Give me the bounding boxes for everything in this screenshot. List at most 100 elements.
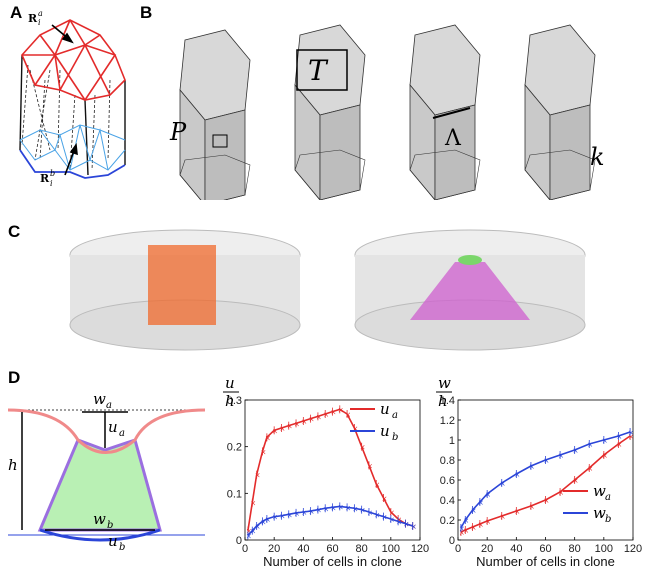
data-point: ×	[573, 447, 579, 455]
x-tick-label: 40	[510, 543, 522, 555]
data-point: ×	[544, 497, 550, 505]
data-point: ×	[459, 525, 465, 533]
data-point: ×	[500, 480, 506, 488]
x-axis-label: Number of cells in clone	[263, 554, 402, 569]
tension-label: T	[308, 54, 329, 87]
y-axis-label-num: w	[438, 374, 451, 392]
data-point: ×	[411, 523, 417, 531]
data-point: ×	[352, 505, 358, 513]
legend-label-1: u	[380, 422, 390, 440]
data-point: ×	[279, 425, 285, 433]
x-tick-label: 100	[382, 543, 400, 555]
r-a-sub: i	[38, 18, 41, 27]
legend-label-1: w	[593, 504, 606, 522]
data-point: ×	[485, 491, 491, 499]
data-point: ×	[616, 441, 622, 449]
data-point: ×	[323, 411, 329, 419]
data-point: ×	[331, 409, 337, 417]
x-tick-label: 120	[411, 543, 429, 555]
data-point: ×	[287, 511, 293, 519]
x-tick-label: 60	[539, 543, 551, 555]
x-tick-label: 60	[326, 543, 338, 555]
data-point: ×	[558, 489, 564, 497]
data-point: ×	[367, 509, 373, 517]
data-point: ×	[261, 448, 267, 456]
data-point: ×	[309, 416, 315, 424]
x-tick-label: 40	[297, 543, 309, 555]
prism-lambda	[409, 24, 481, 200]
lambda-label: Λ	[444, 126, 462, 151]
data-point: ×	[587, 441, 593, 449]
data-point: ×	[250, 500, 256, 508]
data-point: ×	[389, 516, 395, 524]
data-point: ×	[265, 516, 271, 524]
data-point: ×	[316, 507, 322, 515]
data-point: ×	[471, 507, 477, 515]
data-point: ×	[389, 509, 395, 517]
data-point: ×	[514, 508, 520, 516]
panel-label-a: A	[10, 3, 23, 22]
data-point: ×	[602, 437, 608, 445]
y-tick-label: 0	[236, 535, 242, 547]
data-point: ×	[294, 510, 300, 518]
data-point: ×	[616, 433, 622, 441]
d-ub-sub: b	[119, 542, 125, 553]
data-point: ×	[374, 481, 380, 489]
data-point: ×	[338, 503, 344, 511]
prism-spring	[524, 24, 596, 200]
data-point: ×	[265, 434, 271, 442]
panel-b-diagram: P T Λ k	[169, 24, 605, 200]
tissue-cylinder-left	[69, 229, 301, 351]
panel-d-diagram: h w a u a w b u b	[7, 390, 206, 553]
data-point: ×	[345, 411, 351, 419]
data-point: ×	[382, 514, 388, 522]
y-tick-label: 0.6	[440, 475, 455, 487]
prism-pressure	[179, 29, 251, 200]
d-ua-sub: a	[119, 428, 125, 439]
data-point: ×	[411, 523, 417, 531]
prism-tension	[294, 24, 366, 200]
d-wb-sub: b	[107, 520, 113, 531]
panel-label-b: B	[140, 3, 153, 22]
y-tick-label: 0.8	[440, 455, 455, 467]
data-point: ×	[500, 513, 506, 521]
data-point: ×	[301, 509, 307, 517]
data-point: ×	[309, 508, 315, 516]
data-point: ×	[463, 517, 469, 525]
x-tick-label: 0	[242, 543, 248, 555]
d-wa-sub: a	[106, 400, 112, 411]
data-point: ×	[382, 495, 388, 503]
data-point: ×	[396, 518, 402, 526]
x-tick-label: 100	[595, 543, 613, 555]
panel-a-diagram: R a i R b i	[19, 9, 126, 188]
y-tick-label: 1.2	[440, 415, 455, 427]
legend-sub-0: a	[605, 492, 611, 503]
data-point: ×	[338, 406, 344, 414]
d-wb-label: w	[93, 510, 106, 528]
data-point: ×	[352, 425, 358, 433]
data-point: ×	[316, 413, 322, 421]
data-point: ×	[587, 465, 593, 473]
panel-c-diagram	[69, 229, 586, 351]
data-point: ×	[459, 529, 465, 537]
legend-sub-1: b	[605, 514, 611, 525]
data-point: ×	[345, 504, 351, 512]
data-point: ×	[255, 523, 261, 531]
y-tick-label: 0	[449, 535, 455, 547]
data-point: ×	[255, 472, 261, 480]
r-b-sup: b	[50, 169, 55, 178]
panel-label-c: C	[8, 222, 21, 241]
y-tick-label: 1.4	[440, 395, 455, 407]
legend-sub-1: b	[392, 432, 398, 443]
data-point: ×	[544, 457, 550, 465]
y-tick-label: 0.3	[227, 395, 242, 407]
data-point: ×	[272, 514, 278, 522]
data-point: ×	[301, 418, 307, 426]
d-wa-label: w	[93, 390, 106, 408]
x-axis-label: Number of cells in clone	[476, 554, 615, 569]
data-point: ×	[272, 427, 278, 435]
data-point: ×	[396, 516, 402, 524]
r-b-label: R	[40, 172, 50, 185]
